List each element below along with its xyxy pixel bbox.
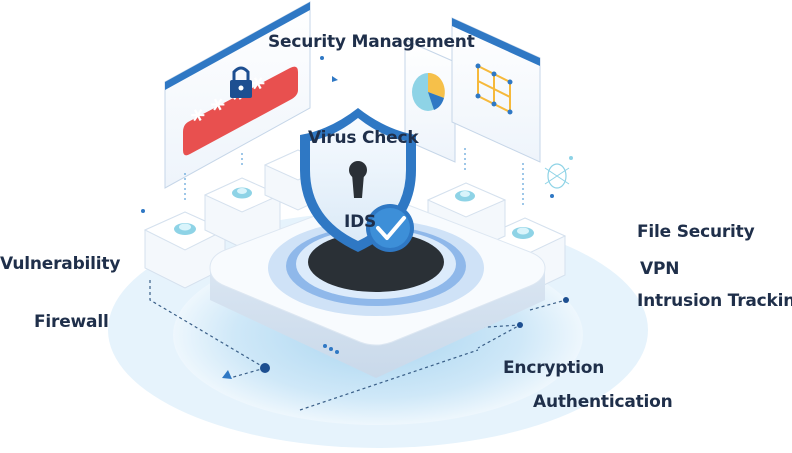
- label-security-management: Security Management: [268, 32, 475, 52]
- connector-dot: [563, 297, 569, 303]
- pie-chart-icon: [412, 72, 445, 111]
- panel-links: [184, 148, 524, 205]
- check-icon: [366, 204, 414, 252]
- label-encryption: Encryption: [503, 358, 605, 378]
- label-ids: IDS: [344, 212, 377, 232]
- status-dots: [323, 344, 339, 354]
- password-panel: * * * *: [164, 1, 311, 189]
- grid-dots: [475, 63, 513, 115]
- connector-dot: [517, 322, 523, 328]
- lock-icon: [230, 66, 252, 98]
- label-virus-check: Virus Check: [308, 128, 419, 148]
- decorations: [141, 56, 573, 213]
- server-left-front: [143, 211, 227, 289]
- arrow-icon: [222, 370, 232, 379]
- keyhole-icon: [349, 161, 367, 198]
- main-platform: [209, 194, 546, 378]
- connector-dot: [260, 363, 270, 373]
- label-vulnerability: Vulnerability: [0, 254, 121, 274]
- label-firewall: Firewall: [34, 312, 109, 332]
- label-file-security: File Security: [637, 222, 755, 242]
- server-left-back: [203, 177, 282, 249]
- label-vpn: VPN: [640, 259, 680, 279]
- chart-panels: [404, 17, 541, 163]
- label-authentication: Authentication: [533, 392, 673, 412]
- label-intrusion-tracking: Intrusion Tracking: [637, 291, 792, 311]
